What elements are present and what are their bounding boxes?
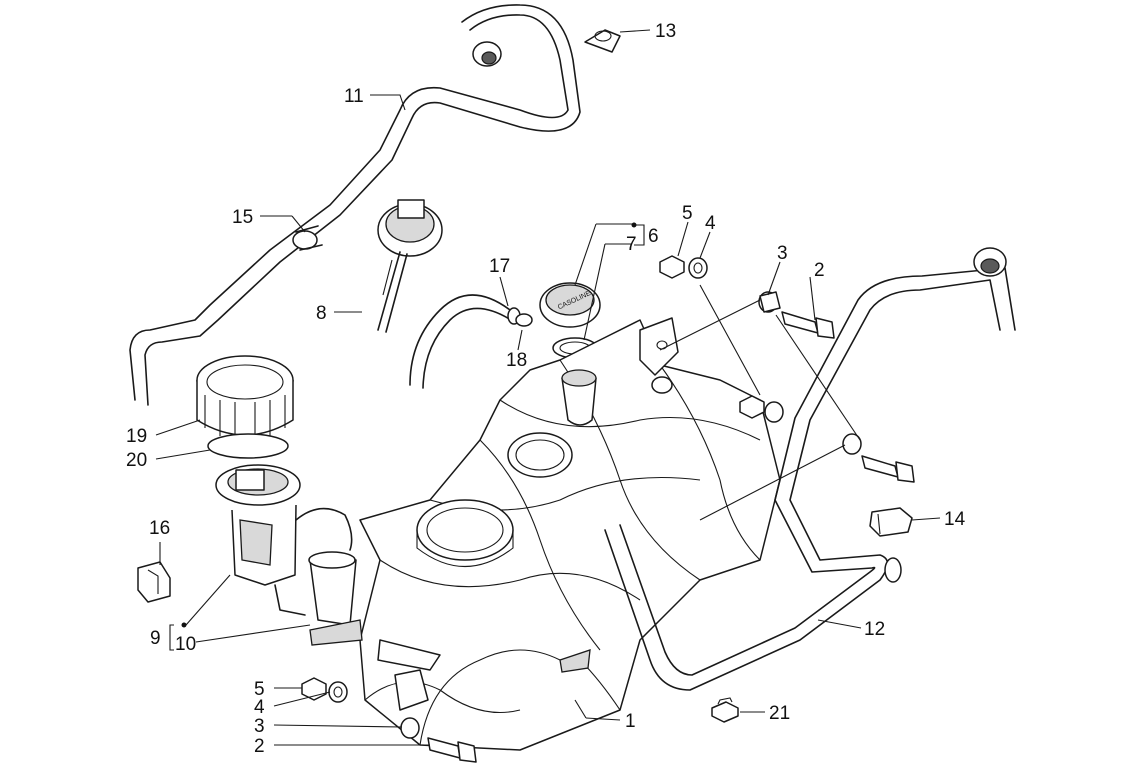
small-clamp-part xyxy=(292,225,323,251)
callout-8: 8 xyxy=(316,303,327,324)
filler-cap-part: CASOLINE xyxy=(539,282,601,359)
leader-lines xyxy=(155,29,941,746)
hose-clip-part xyxy=(584,29,621,53)
callout-13: 13 xyxy=(655,21,676,42)
callout-4-upper: 4 xyxy=(705,213,716,234)
callout-7: 7 xyxy=(626,234,637,255)
callout-20: 20 xyxy=(126,450,147,471)
o-ring-part xyxy=(515,313,533,327)
callout-18: 18 xyxy=(506,350,527,371)
callout-3-upper: 3 xyxy=(777,243,788,264)
callout-6: 6 xyxy=(648,226,659,247)
callout-14: 14 xyxy=(944,509,966,530)
callout-15: 15 xyxy=(232,207,253,228)
callout-12: 12 xyxy=(864,619,885,640)
callout-11: 11 xyxy=(344,86,364,107)
callout-21: 21 xyxy=(769,703,790,724)
callout-1: 1 xyxy=(625,711,636,732)
callout-2-upper: 2 xyxy=(814,260,825,281)
drain-hose-part xyxy=(409,294,521,389)
callout-19: 19 xyxy=(126,426,147,447)
rubber-pad-part xyxy=(869,507,913,537)
filter-bracket-part xyxy=(137,561,171,603)
fuel-tank-part xyxy=(359,317,781,751)
callout-5-lower: 5 xyxy=(254,679,265,700)
callout-10: 10 xyxy=(175,634,196,655)
mounting-hardware-lower xyxy=(301,677,477,763)
frame-tube-part xyxy=(604,247,1016,691)
callout-17: 17 xyxy=(489,256,510,277)
callout-2-lower: 2 xyxy=(254,736,265,757)
callout-3-lower: 3 xyxy=(254,716,265,737)
fuel-level-sender-part xyxy=(377,199,443,333)
callout-16: 16 xyxy=(149,518,170,539)
breather-hose-part xyxy=(129,4,581,406)
group-marker-dot xyxy=(181,622,187,628)
callout-5-upper: 5 xyxy=(682,203,693,224)
fuel-pump-assembly-part xyxy=(196,355,363,646)
callout-9: 9 xyxy=(150,628,161,649)
group-marker-dot xyxy=(631,222,637,228)
callout-labels: 1 2 2 3 3 4 4 5 5 6 7 8 9 10 11 12 13 14… xyxy=(126,21,966,757)
callout-4-lower: 4 xyxy=(254,697,265,718)
drain-plug-part xyxy=(711,697,739,723)
mounting-hardware-upper xyxy=(659,255,915,483)
